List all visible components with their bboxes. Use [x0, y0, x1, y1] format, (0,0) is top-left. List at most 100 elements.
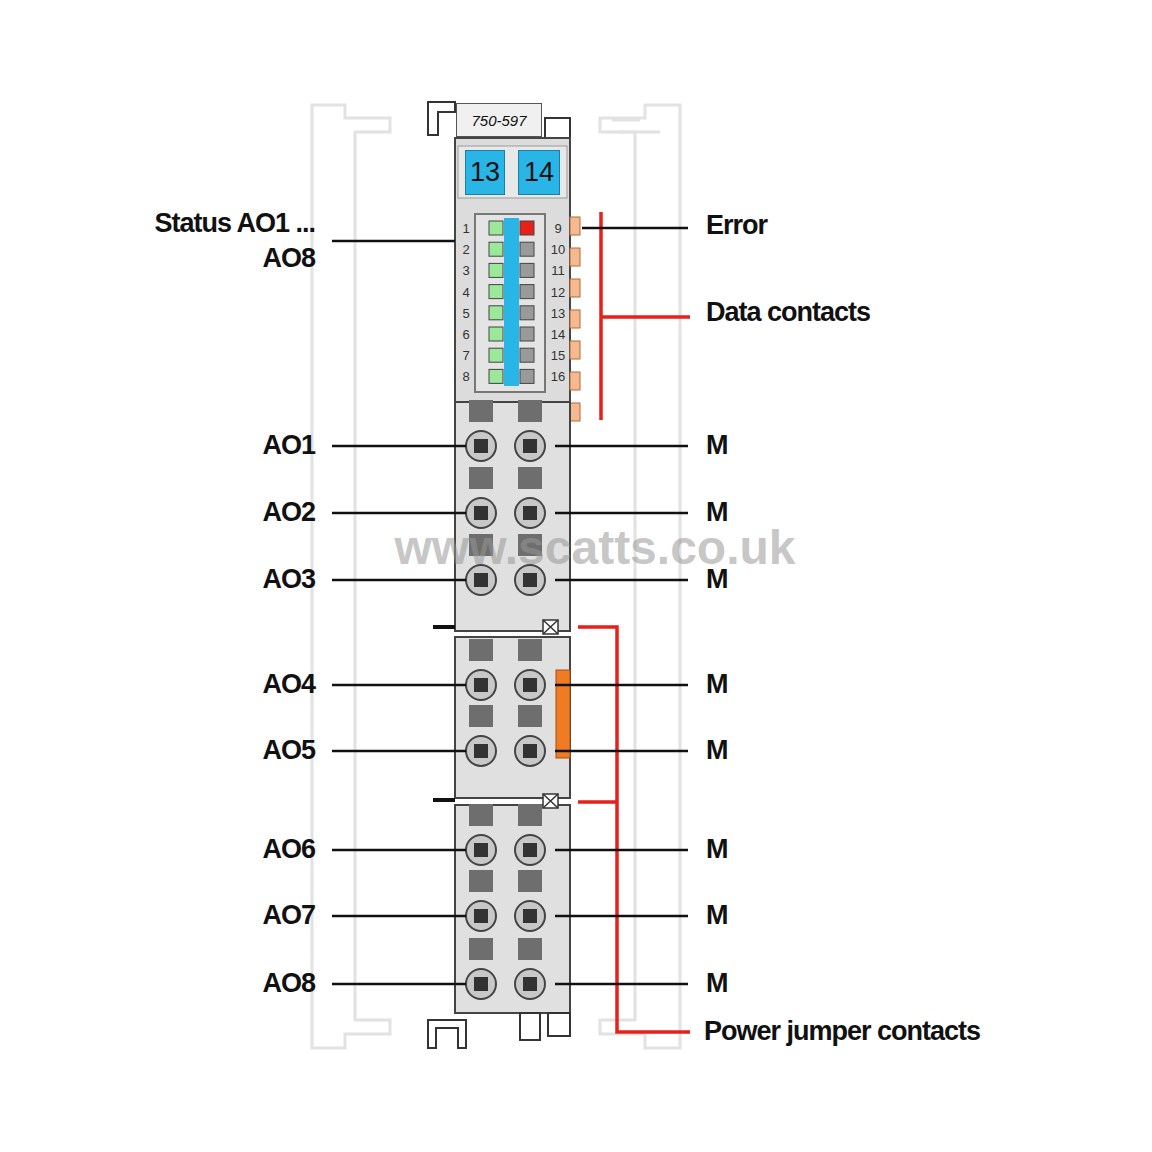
bottom-hook [520, 1013, 570, 1040]
pin-number: 6 [462, 328, 469, 342]
unused-led [520, 369, 534, 383]
signal-name: M [706, 835, 728, 865]
terminal-clamp [523, 843, 537, 857]
light-guide [504, 218, 519, 386]
status-led [489, 242, 503, 256]
marker-box: 14 [518, 150, 560, 195]
terminal-clamp [474, 506, 488, 520]
jumper-symbol [543, 620, 558, 808]
signal-name: M [706, 969, 728, 999]
error-led [520, 221, 534, 235]
watermark: www.scatts.co.uk [394, 522, 795, 575]
signal-name: AO6 [262, 835, 315, 865]
data-contact [570, 372, 580, 390]
connector-block [455, 805, 570, 1013]
terminal-clamp [523, 909, 537, 923]
data-contact [570, 341, 580, 359]
terminal-hole [466, 431, 496, 461]
pin-number: 2 [462, 243, 469, 257]
jumper-x [543, 620, 558, 634]
pin-number: 13 [551, 307, 565, 321]
top-hook [545, 118, 570, 140]
release-slot [518, 467, 542, 489]
terminal-hole [466, 670, 496, 700]
terminal-clamp [523, 977, 537, 991]
top-hook [428, 102, 455, 135]
terminal-hole [515, 901, 545, 931]
terminal-clamp [523, 744, 537, 758]
unused-led [520, 285, 534, 299]
pin-number: 5 [462, 307, 469, 321]
signal-name: M [706, 670, 728, 700]
signal-name: AO4 [262, 670, 315, 700]
status-led [489, 348, 503, 362]
bottom-hook [428, 1020, 466, 1048]
node-text: 13 [470, 157, 500, 188]
terminal-clamp [523, 439, 537, 453]
pin-number: 9 [554, 222, 561, 236]
signal-name: AO8 [262, 969, 315, 999]
signal-name: AO5 [262, 736, 315, 766]
release-slot [469, 938, 493, 960]
release-slot [518, 639, 542, 661]
release-slot [469, 467, 493, 489]
power-jumper-bracket [578, 627, 690, 1032]
pin-number: 4 [462, 285, 469, 299]
data-contact [570, 403, 580, 421]
unused-led [520, 263, 534, 277]
pin-number: 10 [551, 243, 565, 257]
unused-led [520, 242, 534, 256]
pin-number: 7 [462, 349, 469, 363]
callout-label: Power jumper contacts [704, 1017, 980, 1047]
rail-notch [612, 120, 660, 132]
power-jumper-orange [556, 670, 570, 758]
data-contact [570, 310, 580, 328]
terminal-clamp [474, 678, 488, 692]
pin-number: 11 [551, 264, 565, 278]
module-body [455, 138, 570, 402]
marker-box: 13 [465, 150, 505, 195]
terminal-clamp [474, 744, 488, 758]
terminal-clamp [523, 678, 537, 692]
pin-number: 8 [462, 370, 469, 384]
callout-label: Status AO1 ... AO8 [145, 206, 315, 276]
release-slot [518, 804, 542, 826]
terminal-hole [466, 901, 496, 931]
jumper-x [543, 794, 558, 808]
terminal-hole [515, 670, 545, 700]
jumper-box [543, 620, 558, 634]
bracket [578, 212, 690, 1032]
unused-led [520, 327, 534, 341]
connector-block [455, 637, 570, 798]
rail-right [600, 105, 680, 1048]
release-slot [518, 938, 542, 960]
terminal-clamp [523, 573, 537, 587]
node-text: 14 [524, 157, 554, 188]
release-tab [433, 627, 455, 800]
connector-block [455, 402, 570, 631]
rail-left [312, 105, 390, 1048]
terminal-clamp [474, 977, 488, 991]
data-contacts [570, 217, 580, 421]
led-group [489, 221, 534, 383]
status-led [489, 369, 503, 383]
status-led [489, 327, 503, 341]
signal-name: AO2 [262, 498, 315, 528]
release-slot [469, 705, 493, 727]
led-frame [475, 214, 545, 392]
release-slot [469, 804, 493, 826]
rail-outline [312, 105, 680, 1048]
terminals [466, 400, 545, 999]
terminal-clamp [474, 573, 488, 587]
terminal-clamp [474, 909, 488, 923]
callout-label: Data contacts [706, 298, 870, 328]
data-contacts-bracket [601, 212, 690, 420]
pin-number: 14 [551, 328, 565, 342]
terminal-hole [515, 736, 545, 766]
terminal-clamp [474, 843, 488, 857]
article-number-box: 750-597 [456, 103, 542, 137]
status-led [489, 263, 503, 277]
release-slot [518, 400, 542, 422]
